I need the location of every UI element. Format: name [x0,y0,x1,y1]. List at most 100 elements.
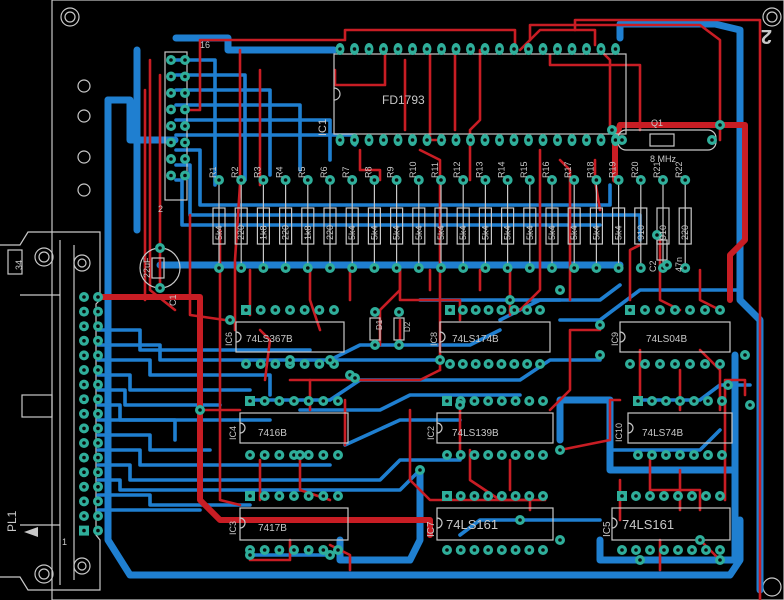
ic-pin [470,305,481,315]
ic-pin [535,305,545,315]
ic1-pin [611,134,620,146]
ic-pin [522,359,533,369]
ic-pin [299,359,310,369]
ic-pin [442,396,452,406]
ic-pin [524,545,535,555]
ic-pin [445,305,455,315]
connector-pin [93,306,103,317]
header-pin [180,88,190,98]
ic-pin [259,545,270,555]
ic-pin [687,545,697,555]
resistor-r2 [234,180,248,268]
resistor-pad [413,175,424,185]
connector-pin34-label: 34 [14,260,24,270]
via-pad [662,260,672,270]
resistor-ref-label: R6 [319,166,329,178]
ic-pin [259,491,270,501]
ic-pin [670,359,680,369]
connector-pin [79,423,89,434]
ic-pin [303,545,314,555]
header-top-label: 16 [200,40,210,50]
header-pin [166,137,176,148]
ic-pin [469,450,480,460]
via-pad [394,307,404,317]
ic7-part-label: 74LS161 [446,517,498,532]
ic-pin [270,359,281,369]
resistor-pad [547,175,557,185]
resistor-ref-label: R16 [541,161,551,178]
ic1-pin [567,43,577,55]
ic-pin [455,491,466,501]
ic-pin [675,396,685,406]
resistor-ref-label: R11 [430,162,440,178]
resistor-pad [635,263,646,273]
ic-pin [274,491,285,501]
ic-pin [631,545,641,555]
resistor-value-label: 5k4 [369,225,379,240]
pads-layer [79,43,755,565]
connector-pin [93,423,103,434]
ic-pin [535,359,545,369]
ic-pin [538,545,548,555]
ic-pin [318,491,329,501]
resistor-r1 [212,180,226,268]
via-pad [695,535,705,545]
resistor-value-label: 220 [236,225,246,240]
ic-pin [647,396,657,406]
ic-pin [469,545,480,555]
connector-pin [79,292,89,302]
ic-pin [483,305,494,315]
ic-pin [685,359,695,369]
ic10-part-label: 74LS74B [642,428,683,439]
via-pad [325,355,335,365]
ic3-ref-label: IC3 [228,521,238,535]
crystal-outline [617,129,717,151]
resistor-pad [680,175,691,185]
ic-pin [640,305,650,315]
ic-pin [483,545,494,555]
ic1-pin [393,134,403,146]
ic-pin [329,305,339,315]
connector-pin [93,335,103,346]
ic-pin [717,450,727,460]
ic1-pin [582,43,591,55]
resistor-r15 [523,180,537,268]
resistor-pad [302,175,313,185]
via-pad [723,380,733,390]
ic-pin [303,396,314,406]
ic5-ref-label: IC5 [602,521,613,537]
ic9-ref-label: IC9 [610,332,620,346]
via-pad [707,135,717,145]
ic-pin [455,545,466,555]
ic-pin [701,491,711,501]
connector-pin [79,408,89,419]
ic-pin [524,396,535,406]
resistor-ref-label: R8 [363,166,373,178]
d1-ref-label: D1 [375,319,384,330]
connector-pin [79,511,89,521]
via-pad [285,355,295,365]
ic-pin [457,359,468,369]
ic-pin [675,450,685,460]
ic-pin [241,305,251,315]
resistor-ref-label: R17 [563,161,573,178]
ic-pin [647,450,657,460]
resistor-r20 [634,180,648,268]
d2-ref-label: D2 [403,321,412,332]
c2-outline [656,239,668,261]
ic-pin [245,491,255,501]
resistor-pad [635,175,646,185]
via-pad [555,445,565,455]
ic1-pin [350,134,359,146]
ic1-pin [509,43,519,55]
resistor-pad [302,263,313,273]
ic-pin [703,396,713,406]
ic-pin [715,491,725,501]
ic1-pin [379,134,388,146]
ic-pin [633,396,643,406]
resistor-pad [591,263,602,273]
ic-pin [509,359,520,369]
ic-pin [285,305,295,315]
ic-pin [483,450,494,460]
ic1-pin [408,43,417,55]
